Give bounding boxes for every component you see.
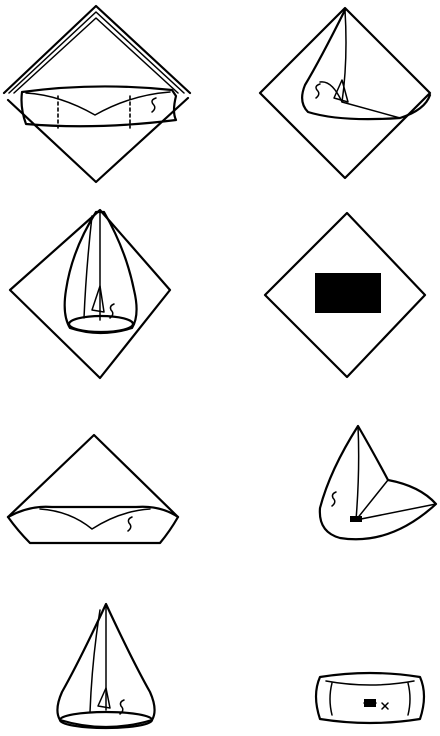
step-8-top-curve [326,681,414,685]
step-6-hook-mark [332,492,336,506]
step-5-hook-mark [128,517,132,531]
step-1-band [22,86,177,126]
step-2-crease-a [342,10,400,118]
step-2-flap [302,10,430,119]
step-1-top-edge-inner-2 [14,18,178,93]
step-1-bottom-edge [8,98,188,182]
fold-step-3 [0,190,200,390]
step-3-cone-base [69,316,133,332]
fold-step-8 [310,665,440,735]
fold-step-5 [0,425,195,555]
step-1-band-fold [26,92,170,115]
step-1-top-edge-inner [9,12,184,93]
step-5-top-edge [8,435,178,517]
fold-step-6 [300,420,440,550]
step-5-band [8,507,178,543]
fold-step-1 [0,0,200,190]
fold-step-2 [250,0,440,190]
step-8-left-curl [330,683,332,715]
step-2-hook-mark [316,84,320,98]
step-5-band-fold [40,509,150,529]
fold-step-4 [255,205,440,385]
step-6-crease-a [356,426,359,520]
step-1-hook-mark [152,98,156,112]
fold-step-7 [40,600,180,736]
step-8-right-curl [408,683,410,715]
step-6-sail [320,426,436,539]
step-6-knot [350,516,362,522]
step-7-cone-base [60,712,152,728]
step-7-triangle [98,688,110,708]
step-3-triangle [92,286,104,312]
step-6-crease-c [356,504,436,520]
